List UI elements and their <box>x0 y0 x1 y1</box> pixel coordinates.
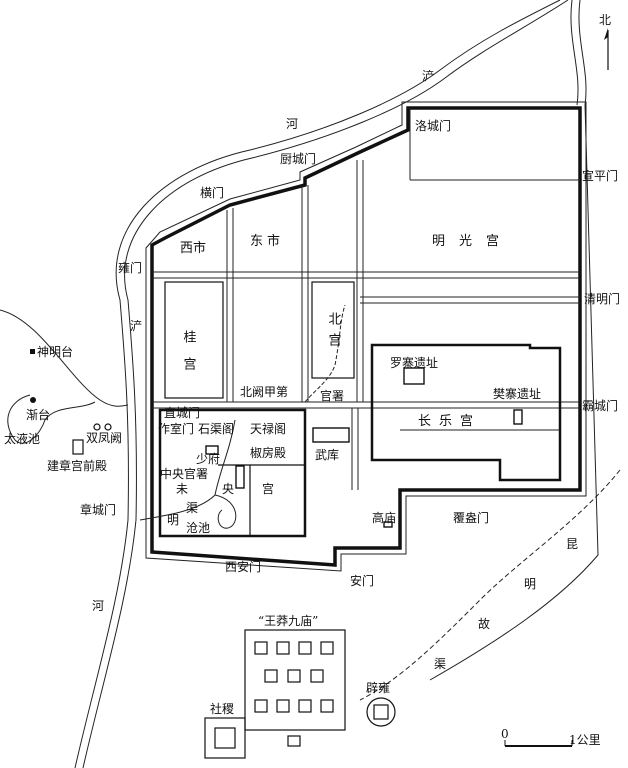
district-label: 北阙甲第 <box>240 385 288 399</box>
biyong-label: 辟雍 <box>366 680 390 695</box>
river-label: 浐 <box>130 319 142 333</box>
gate-label: 清明门 <box>584 291 620 306</box>
jianzhang-label: 建章宫前殿 <box>47 458 107 473</box>
district-label: 长乐宫 <box>418 414 481 429</box>
district-label: 桂宫 <box>181 330 197 384</box>
north-arrow: 北 <box>599 13 611 70</box>
wangmang-temples <box>204 629 396 759</box>
district-label: 樊寨遗址 <box>493 386 541 401</box>
gate-label: 宣平门 <box>582 168 618 183</box>
city-wall <box>150 106 582 567</box>
weiyang-label: 椒房殿 <box>250 445 286 460</box>
canal-label: 渠 <box>434 657 446 671</box>
gate-label: 厨城门 <box>280 151 316 166</box>
weiyang-palace-wall <box>158 408 307 538</box>
weiyang-label: 央 <box>222 482 234 496</box>
river-label: 浐 <box>422 69 434 83</box>
weiyang-label: 石渠阁 <box>198 422 234 436</box>
street-grid <box>152 108 580 490</box>
district-label: 北宫 <box>326 312 342 354</box>
weiyang-label: 明 <box>167 513 179 527</box>
gate-label: 安门 <box>350 573 374 588</box>
weiyang-label: 少府 <box>196 451 220 466</box>
jianzhang-label: 双凤阙 <box>86 431 122 445</box>
gui-palace-outline <box>164 281 224 399</box>
gate-label: 横门 <box>200 185 224 200</box>
district-label: 东市 <box>250 233 284 249</box>
scale-one: 1公里 <box>569 733 601 747</box>
temples-label: “王莽九庙” <box>258 614 318 628</box>
weiyang-label: 渠 <box>186 501 198 515</box>
jianzhang-label: 渐台 <box>26 407 50 422</box>
gate-label: 覆盎门 <box>453 510 489 525</box>
changle-palace-wall <box>370 343 562 482</box>
weiyang-label: 天禄阁 <box>250 421 286 436</box>
gate-label: 洛城门 <box>415 118 451 133</box>
gate-label: 作室门 <box>158 421 194 436</box>
jianzhang-label: 太液池 <box>4 431 40 446</box>
gate-label: 西安门 <box>225 559 261 574</box>
canal-label: 故 <box>478 616 490 631</box>
weiyang-label: 中央官署 <box>160 466 208 481</box>
weiyang-label: 未 <box>176 482 188 496</box>
jianzhang-label: 神明台 <box>37 344 73 359</box>
gate-label: 章城门 <box>80 502 116 517</box>
gate-label: 直城门 <box>164 405 200 420</box>
gate-label: 霸城门 <box>582 398 618 413</box>
labels: 浐 河 浐 河 昆 明 故 渠 洛城门 厨城门 横门 宣平门 雍门 清明门 霸城… <box>4 69 620 716</box>
sheji-label: 社稷 <box>210 701 234 716</box>
district-label: 高庙 <box>372 510 396 525</box>
river-label: 河 <box>286 117 298 131</box>
canal-label: 昆 <box>566 537 578 551</box>
north-label: 北 <box>599 13 611 27</box>
district-label: 明光宫 <box>432 234 513 249</box>
district-label: 武库 <box>315 447 339 462</box>
district-label: 官署 <box>320 388 344 403</box>
gate-label: 雍门 <box>118 260 142 275</box>
bei-palace-outline <box>311 281 355 379</box>
weiyang-label: 宫 <box>262 481 274 496</box>
district-label: 西市 <box>180 240 206 256</box>
canal-label: 明 <box>524 577 536 591</box>
scale-bar: 0 1公里 <box>501 727 601 747</box>
district-label: 罗寨遗址 <box>390 355 438 370</box>
scale-zero: 0 <box>501 727 509 741</box>
river-label: 河 <box>92 599 104 613</box>
weiyang-label: 沧池 <box>186 520 210 535</box>
